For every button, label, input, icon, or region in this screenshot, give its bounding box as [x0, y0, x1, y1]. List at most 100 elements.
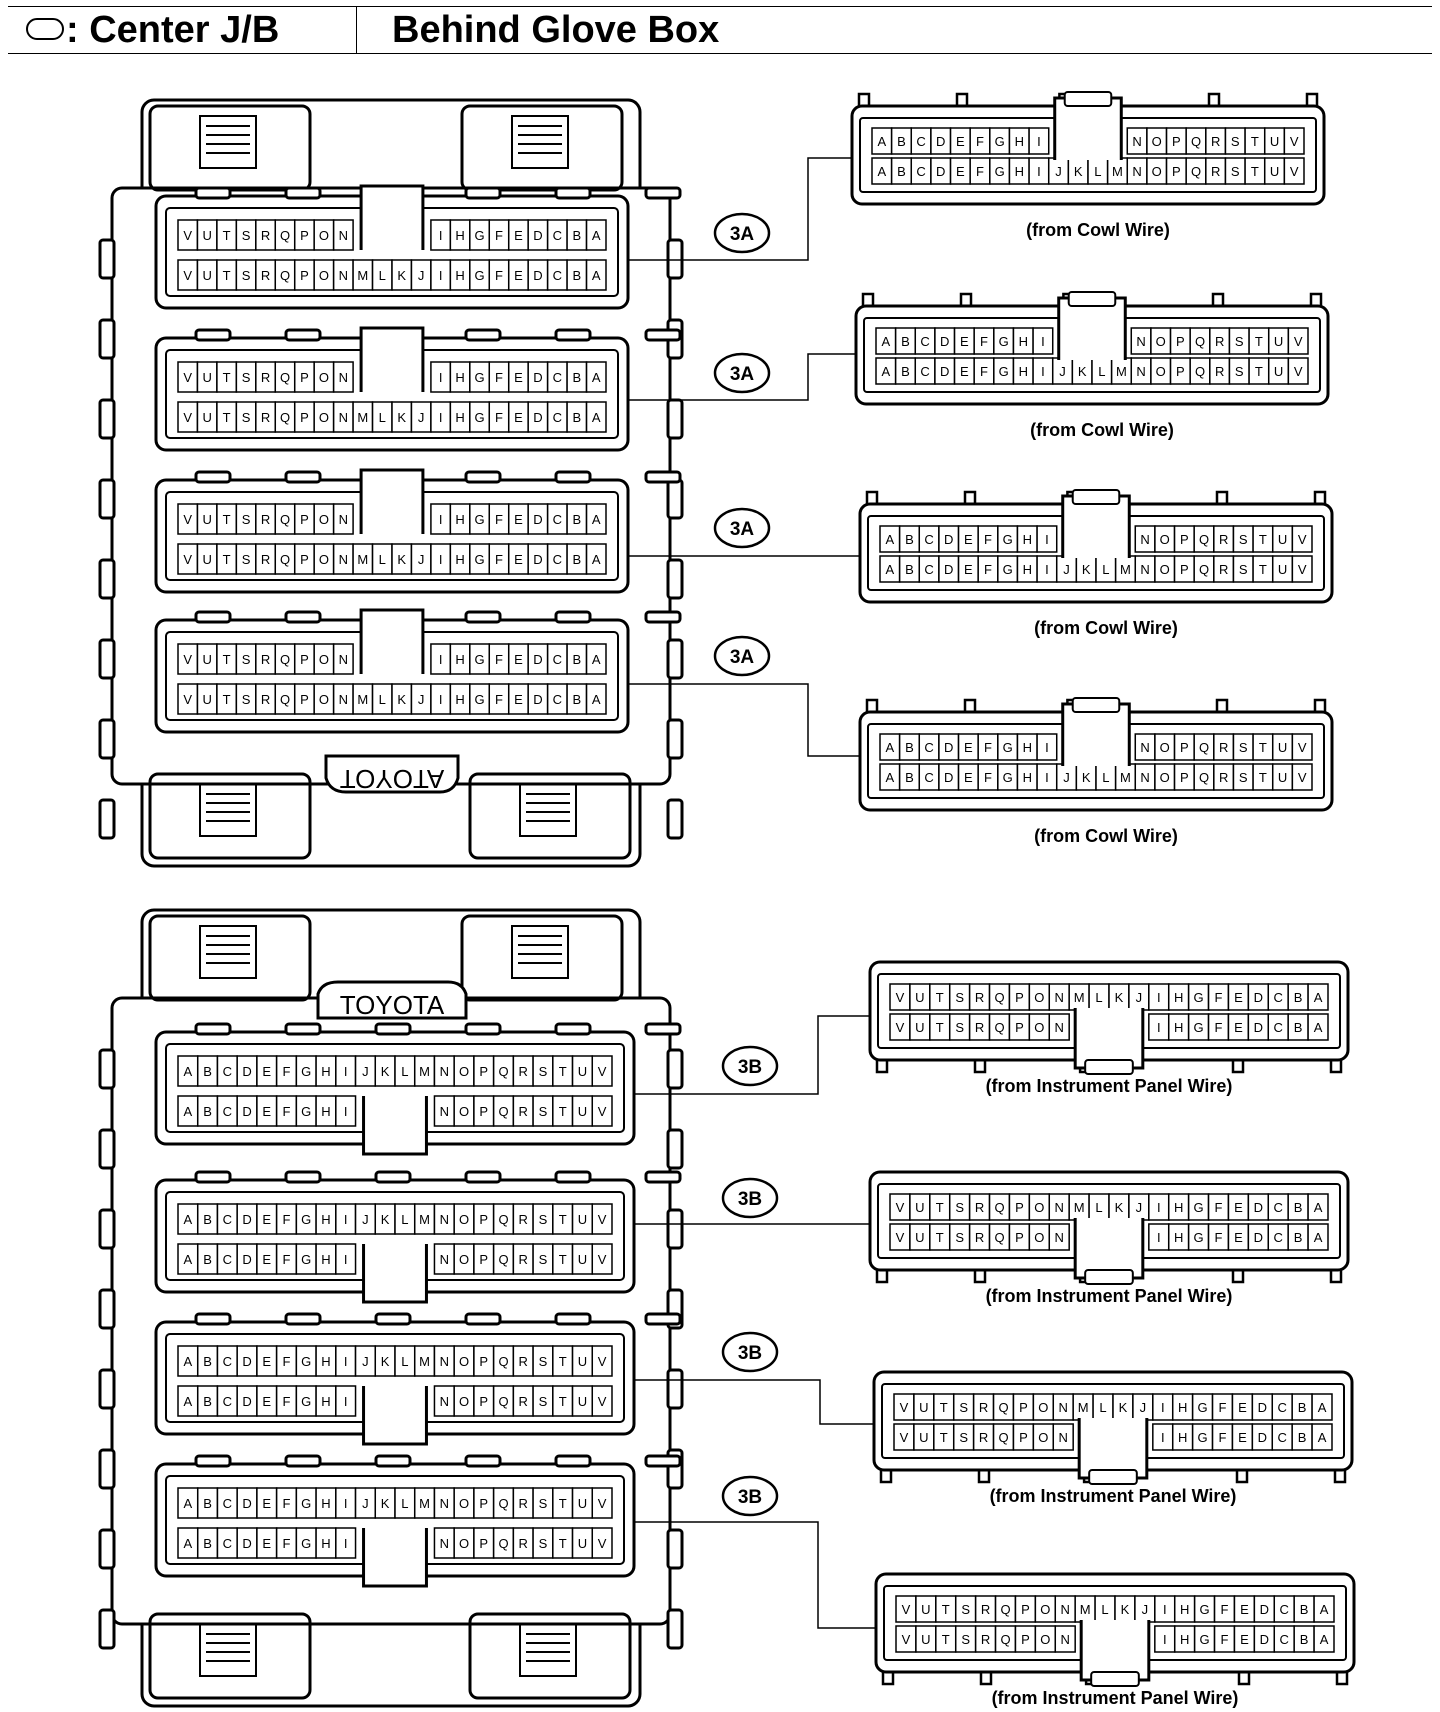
pin-label: H [1174, 1200, 1183, 1215]
side-tab [666, 638, 684, 680]
pin-label: V [183, 268, 192, 283]
pin-label: Q [1199, 562, 1209, 577]
socket-bump [194, 328, 232, 342]
pin-label: T [223, 512, 231, 527]
pin-label: V [598, 1252, 607, 1267]
pin-label: H [1023, 532, 1032, 547]
pin-label: F [1215, 1230, 1223, 1245]
pin-label: T [223, 692, 231, 707]
pin-label: T [1255, 364, 1263, 379]
side-tab [98, 1368, 116, 1410]
socket-bump [644, 470, 682, 484]
pin-label: N [440, 1536, 449, 1551]
pin-label: P [300, 552, 309, 567]
pin-label: S [1239, 770, 1248, 785]
pin-label: P [479, 1536, 488, 1551]
pin-label: U [202, 552, 211, 567]
pin-label: Q [1191, 164, 1201, 179]
pin-label: P [479, 1212, 488, 1227]
pin-label: R [979, 1400, 988, 1415]
pin-label: M [1074, 1200, 1085, 1215]
pin-label: I [439, 410, 443, 425]
pin-label: A [184, 1104, 193, 1119]
pin-label: A [592, 268, 601, 283]
pin-label: Q [280, 370, 290, 385]
pin-label: Q [498, 1354, 508, 1369]
pin-label: B [203, 1252, 212, 1267]
pin-label: O [1034, 1020, 1044, 1035]
pin-label: N [1061, 1632, 1070, 1647]
pin-label: C [924, 740, 933, 755]
pin-label: N [440, 1496, 449, 1511]
pin-label: U [1270, 164, 1279, 179]
socket-key [362, 1386, 428, 1446]
pin-label: G [1194, 1020, 1204, 1035]
pin-label: M [357, 552, 368, 567]
pin-label: M [1078, 1400, 1089, 1415]
pin-label: I [1045, 740, 1049, 755]
pin-label: G [1200, 1632, 1210, 1647]
pin-label: E [1238, 1400, 1247, 1415]
pin-label: V [900, 1400, 909, 1415]
pin-cell [1307, 1223, 1329, 1251]
pin-label: Q [498, 1104, 508, 1119]
pin-cell [1311, 1393, 1333, 1421]
pin-label: R [1211, 164, 1220, 179]
pin-label: O [459, 1536, 469, 1551]
pin-label: F [1219, 1430, 1227, 1445]
ear-window [519, 1623, 577, 1677]
pin-cell [1291, 763, 1313, 791]
pin-label: Q [498, 1212, 508, 1227]
connector-lock [1061, 494, 1131, 558]
pin-label: N [339, 228, 348, 243]
pin-label: D [533, 410, 542, 425]
ear-window [519, 783, 577, 837]
pin-label: Q [280, 410, 290, 425]
pin-label: L [401, 1354, 408, 1369]
pin-label: K [1115, 1200, 1124, 1215]
pin-label: I [1157, 1230, 1161, 1245]
pin-label: M [419, 1354, 430, 1369]
pin-label: T [1251, 164, 1259, 179]
pin-label: G [999, 364, 1009, 379]
pin-label: K [381, 1354, 390, 1369]
pin-label: P [479, 1104, 488, 1119]
pin-cell [1048, 1013, 1070, 1041]
pin-label: D [1254, 990, 1263, 1005]
pin-label: S [242, 652, 251, 667]
pin-label: A [184, 1496, 193, 1511]
pin-label: I [344, 1212, 348, 1227]
pin-label: F [283, 1354, 291, 1369]
pin-label: G [1194, 1230, 1204, 1245]
ear-window [199, 925, 257, 979]
pin-label: S [539, 1536, 548, 1551]
pin-label: A [1320, 1632, 1329, 1647]
socket-bump [464, 1454, 502, 1468]
pin-label: P [1172, 134, 1181, 149]
pin-label: I [439, 652, 443, 667]
pin-label: J [418, 692, 425, 707]
pin-label: E [514, 692, 523, 707]
side-tab [666, 478, 684, 520]
pin-label: N [1140, 532, 1149, 547]
pin-label: F [984, 740, 992, 755]
pin-label: Q [498, 1394, 508, 1409]
pin-label: F [495, 268, 503, 283]
pin-label: S [959, 1400, 968, 1415]
socket-key [359, 184, 425, 250]
pin-label: M [1120, 770, 1131, 785]
pin-label: G [995, 164, 1005, 179]
pin-label: Q [1000, 1632, 1010, 1647]
connector-caption: (from Instrument Panel Wire) [990, 1486, 1237, 1506]
pin-label: G [474, 268, 484, 283]
pin-label: L [401, 1064, 408, 1079]
pin-label: R [261, 552, 270, 567]
side-tab [666, 1608, 684, 1650]
pin-label: Q [280, 692, 290, 707]
pin-label: T [940, 1430, 948, 1445]
pin-label: D [533, 692, 542, 707]
pin-label: D [242, 1394, 251, 1409]
pin-label: R [519, 1496, 528, 1511]
side-tab [98, 718, 116, 760]
callout-bubble [721, 1045, 779, 1087]
